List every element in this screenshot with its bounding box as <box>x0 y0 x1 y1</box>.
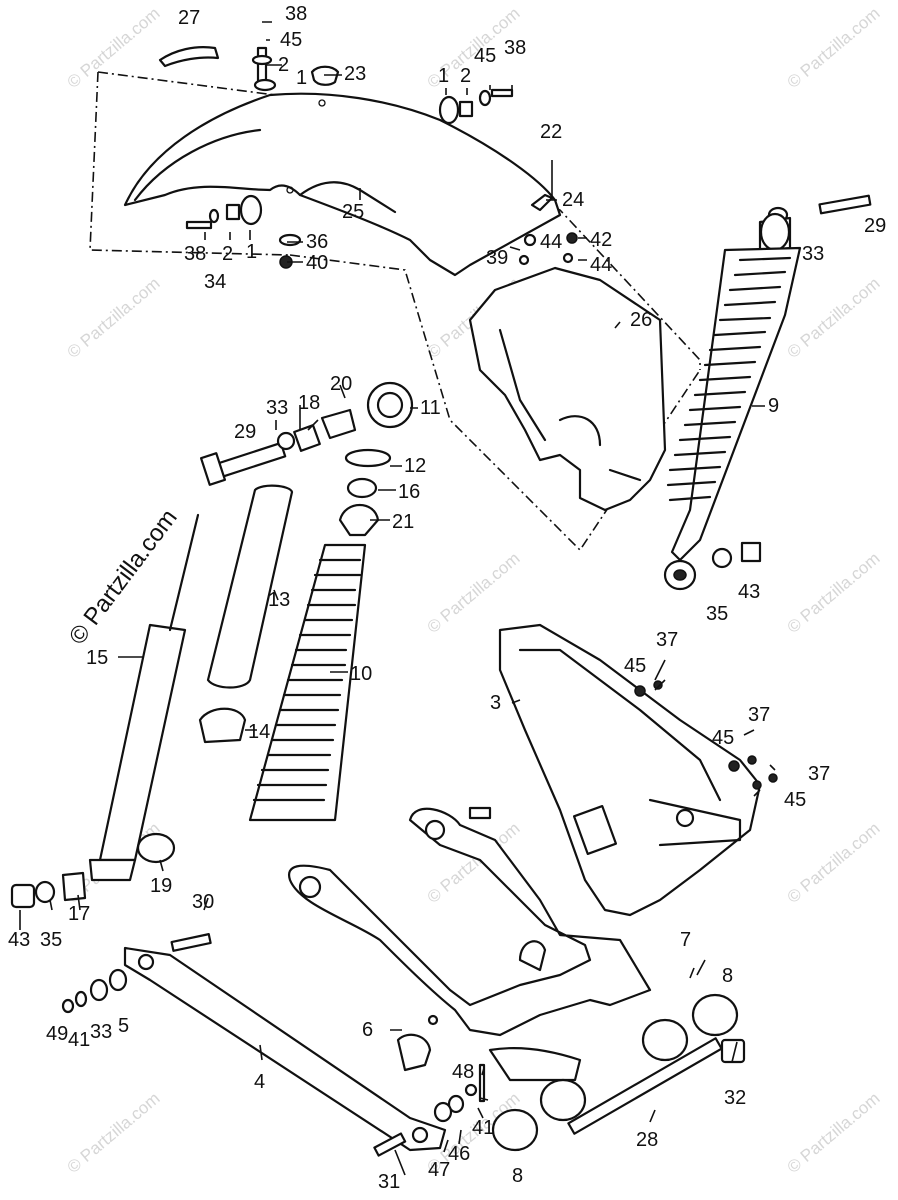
callout-number: 1 <box>438 65 450 87</box>
callout-number: 40 <box>306 252 329 274</box>
callout-number: 8 <box>512 1165 524 1187</box>
callout-number: 31 <box>378 1171 401 1193</box>
callout-number: 44 <box>540 231 563 253</box>
callout-number: 15 <box>86 647 109 669</box>
callout-number: 20 <box>330 373 353 395</box>
callout-number: 43 <box>738 581 761 603</box>
fender-inner-panel-drawing <box>468 266 667 512</box>
callout-number: 36 <box>306 231 329 253</box>
callout-number: 45 <box>712 727 735 749</box>
callout-number: 33 <box>802 243 825 265</box>
callout-number: 30 <box>192 891 215 913</box>
callout-number: 45 <box>474 45 497 67</box>
callout-number: 24 <box>562 189 585 211</box>
callout-number: 46 <box>448 1143 471 1165</box>
callout-number: 14 <box>248 721 271 743</box>
callout-number: 12 <box>404 455 427 477</box>
fender-hardware-drawing <box>158 46 578 269</box>
callout-number: 38 <box>285 3 308 25</box>
chain-case-drawing <box>498 623 778 917</box>
pivot-bushings-drawing <box>396 993 746 1152</box>
callout-number: 45 <box>784 789 807 811</box>
callout-number: 37 <box>748 704 771 726</box>
callout-number: 28 <box>636 1129 659 1151</box>
callout-number: 38 <box>184 243 207 265</box>
callout-number: 29 <box>864 215 887 237</box>
callout-number: 22 <box>540 121 563 143</box>
callout-number: 6 <box>362 1019 374 1041</box>
callout-number: 26 <box>630 309 653 331</box>
swing-arm-drawing <box>287 806 652 1082</box>
callout-number: 45 <box>280 29 303 51</box>
callout-number: 23 <box>344 63 367 85</box>
callout-number: 2 <box>222 243 234 265</box>
callout-number: 37 <box>808 763 831 785</box>
callout-number: 33 <box>266 397 289 419</box>
callout-number: 32 <box>724 1087 747 1109</box>
callout-number: 41 <box>472 1117 495 1139</box>
callout-number: 39 <box>486 247 509 269</box>
callout-number: 27 <box>178 7 201 29</box>
callout-number: 42 <box>590 229 613 251</box>
callout-number: 17 <box>68 903 91 925</box>
callout-number: 8 <box>722 965 734 987</box>
callout-number: 48 <box>452 1061 475 1083</box>
callout-number: 10 <box>350 663 373 685</box>
callout-number: 35 <box>706 603 729 625</box>
callout-number: 35 <box>40 929 63 951</box>
callout-number: 44 <box>590 254 613 276</box>
callout-number: 45 <box>624 655 647 677</box>
right-rear-shock-drawing <box>663 194 872 591</box>
callout-number: 18 <box>298 392 321 414</box>
callout-number: 13 <box>268 589 291 611</box>
callout-number: 34 <box>204 271 227 293</box>
callout-number: 11 <box>420 397 441 419</box>
callout-number: 21 <box>392 511 415 533</box>
callout-number: 41 <box>68 1029 91 1051</box>
left-shock-drawing <box>10 381 414 909</box>
callout-number: 43 <box>8 929 31 951</box>
callout-number: 29 <box>234 421 257 443</box>
callout-number: 19 <box>150 875 173 897</box>
callout-number: 1 <box>296 67 308 89</box>
callout-number: 1 <box>246 241 258 263</box>
torque-link-drawing <box>61 933 447 1157</box>
callout-number: 5 <box>118 1015 130 1037</box>
leader-lines <box>19 21 776 1176</box>
callout-number: 2 <box>278 54 290 76</box>
callout-number: 25 <box>342 201 365 223</box>
callout-number: 38 <box>504 37 527 59</box>
callout-number: 7 <box>680 929 692 951</box>
callout-number: 49 <box>46 1023 69 1045</box>
callout-number: 9 <box>768 395 780 417</box>
callout-number: 37 <box>656 629 679 651</box>
callout-number: 47 <box>428 1159 451 1181</box>
callout-number: 2 <box>460 65 472 87</box>
callout-number: 16 <box>398 481 421 503</box>
callout-number: 4 <box>254 1071 266 1093</box>
callout-number: 33 <box>90 1021 113 1043</box>
callout-number: 3 <box>490 692 502 714</box>
